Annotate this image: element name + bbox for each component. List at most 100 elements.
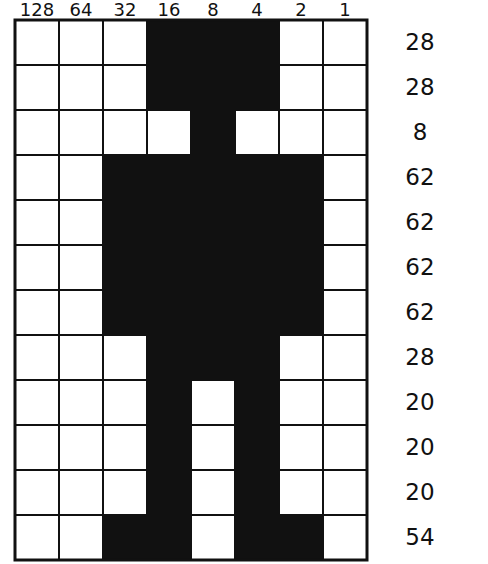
bit-weight: 128 bbox=[20, 1, 54, 19]
empty-cell bbox=[103, 425, 147, 470]
empty-cell bbox=[323, 245, 367, 290]
empty-cell bbox=[15, 290, 59, 335]
empty-cell bbox=[279, 65, 323, 110]
filled-cell bbox=[235, 515, 279, 560]
empty-cell bbox=[235, 110, 279, 155]
empty-cell bbox=[323, 335, 367, 380]
filled-cell bbox=[191, 20, 235, 65]
filled-cell bbox=[147, 20, 191, 65]
bit-weight: 64 bbox=[70, 1, 93, 19]
filled-cell bbox=[147, 290, 191, 335]
bit-weight: 16 bbox=[158, 1, 181, 19]
row-value: 62 bbox=[405, 256, 434, 279]
empty-cell bbox=[59, 245, 103, 290]
filled-cell bbox=[235, 65, 279, 110]
filled-cell bbox=[147, 335, 191, 380]
empty-cell bbox=[323, 200, 367, 245]
filled-cell bbox=[147, 515, 191, 560]
bit-weight: 32 bbox=[114, 1, 137, 19]
empty-cell bbox=[103, 20, 147, 65]
grid-border bbox=[15, 20, 367, 560]
empty-cell bbox=[15, 515, 59, 560]
empty-cell bbox=[15, 380, 59, 425]
empty-cell bbox=[323, 290, 367, 335]
empty-cell bbox=[15, 20, 59, 65]
filled-cell bbox=[235, 425, 279, 470]
empty-cell bbox=[191, 470, 235, 515]
filled-cell bbox=[191, 155, 235, 200]
filled-cell bbox=[147, 380, 191, 425]
empty-cell bbox=[279, 335, 323, 380]
filled-cell bbox=[147, 245, 191, 290]
filled-cell bbox=[147, 65, 191, 110]
filled-cell bbox=[147, 155, 191, 200]
filled-cell bbox=[191, 335, 235, 380]
row-value: 8 bbox=[413, 121, 428, 144]
empty-cell bbox=[323, 110, 367, 155]
filled-cell bbox=[191, 65, 235, 110]
empty-cell bbox=[59, 20, 103, 65]
filled-cell bbox=[279, 245, 323, 290]
row-value: 28 bbox=[405, 346, 434, 369]
empty-cell bbox=[15, 425, 59, 470]
row-value: 28 bbox=[405, 76, 434, 99]
filled-cell bbox=[279, 515, 323, 560]
filled-cell bbox=[103, 245, 147, 290]
bit-weight: 4 bbox=[251, 1, 262, 19]
row-value: 62 bbox=[405, 301, 434, 324]
bit-weight: 8 bbox=[207, 1, 218, 19]
filled-cell bbox=[191, 110, 235, 155]
empty-cell bbox=[323, 515, 367, 560]
filled-cell bbox=[279, 155, 323, 200]
empty-cell bbox=[59, 380, 103, 425]
filled-cell bbox=[103, 515, 147, 560]
empty-cell bbox=[59, 425, 103, 470]
empty-cell bbox=[191, 425, 235, 470]
filled-cell bbox=[191, 245, 235, 290]
filled-cell bbox=[103, 290, 147, 335]
empty-cell bbox=[59, 515, 103, 560]
empty-cell bbox=[103, 110, 147, 155]
empty-cell bbox=[279, 425, 323, 470]
empty-cell bbox=[59, 290, 103, 335]
empty-cell bbox=[323, 425, 367, 470]
filled-cell bbox=[279, 290, 323, 335]
empty-cell bbox=[279, 20, 323, 65]
filled-cell bbox=[279, 200, 323, 245]
empty-cell bbox=[15, 470, 59, 515]
bit-weight: 1 bbox=[339, 1, 350, 19]
filled-cell bbox=[191, 290, 235, 335]
empty-cell bbox=[103, 335, 147, 380]
empty-cell bbox=[59, 470, 103, 515]
empty-cell bbox=[147, 110, 191, 155]
empty-cell bbox=[15, 65, 59, 110]
empty-cell bbox=[15, 110, 59, 155]
filled-cell bbox=[191, 200, 235, 245]
row-value: 62 bbox=[405, 211, 434, 234]
empty-cell bbox=[323, 380, 367, 425]
empty-cell bbox=[59, 65, 103, 110]
row-value: 20 bbox=[405, 391, 434, 414]
filled-cell bbox=[103, 200, 147, 245]
filled-cell bbox=[147, 425, 191, 470]
empty-cell bbox=[103, 470, 147, 515]
filled-cell bbox=[235, 155, 279, 200]
filled-cell bbox=[235, 200, 279, 245]
row-value: 62 bbox=[405, 166, 434, 189]
filled-cell bbox=[235, 290, 279, 335]
row-value: 28 bbox=[405, 31, 434, 54]
empty-cell bbox=[191, 515, 235, 560]
empty-cell bbox=[59, 110, 103, 155]
row-value: 54 bbox=[405, 526, 434, 549]
row-value: 20 bbox=[405, 436, 434, 459]
filled-cell bbox=[147, 470, 191, 515]
empty-cell bbox=[59, 155, 103, 200]
filled-cell bbox=[235, 380, 279, 425]
filled-cell bbox=[235, 245, 279, 290]
empty-cell bbox=[279, 110, 323, 155]
empty-cell bbox=[323, 155, 367, 200]
empty-cell bbox=[323, 65, 367, 110]
empty-cell bbox=[15, 335, 59, 380]
filled-cell bbox=[235, 20, 279, 65]
empty-cell bbox=[279, 380, 323, 425]
